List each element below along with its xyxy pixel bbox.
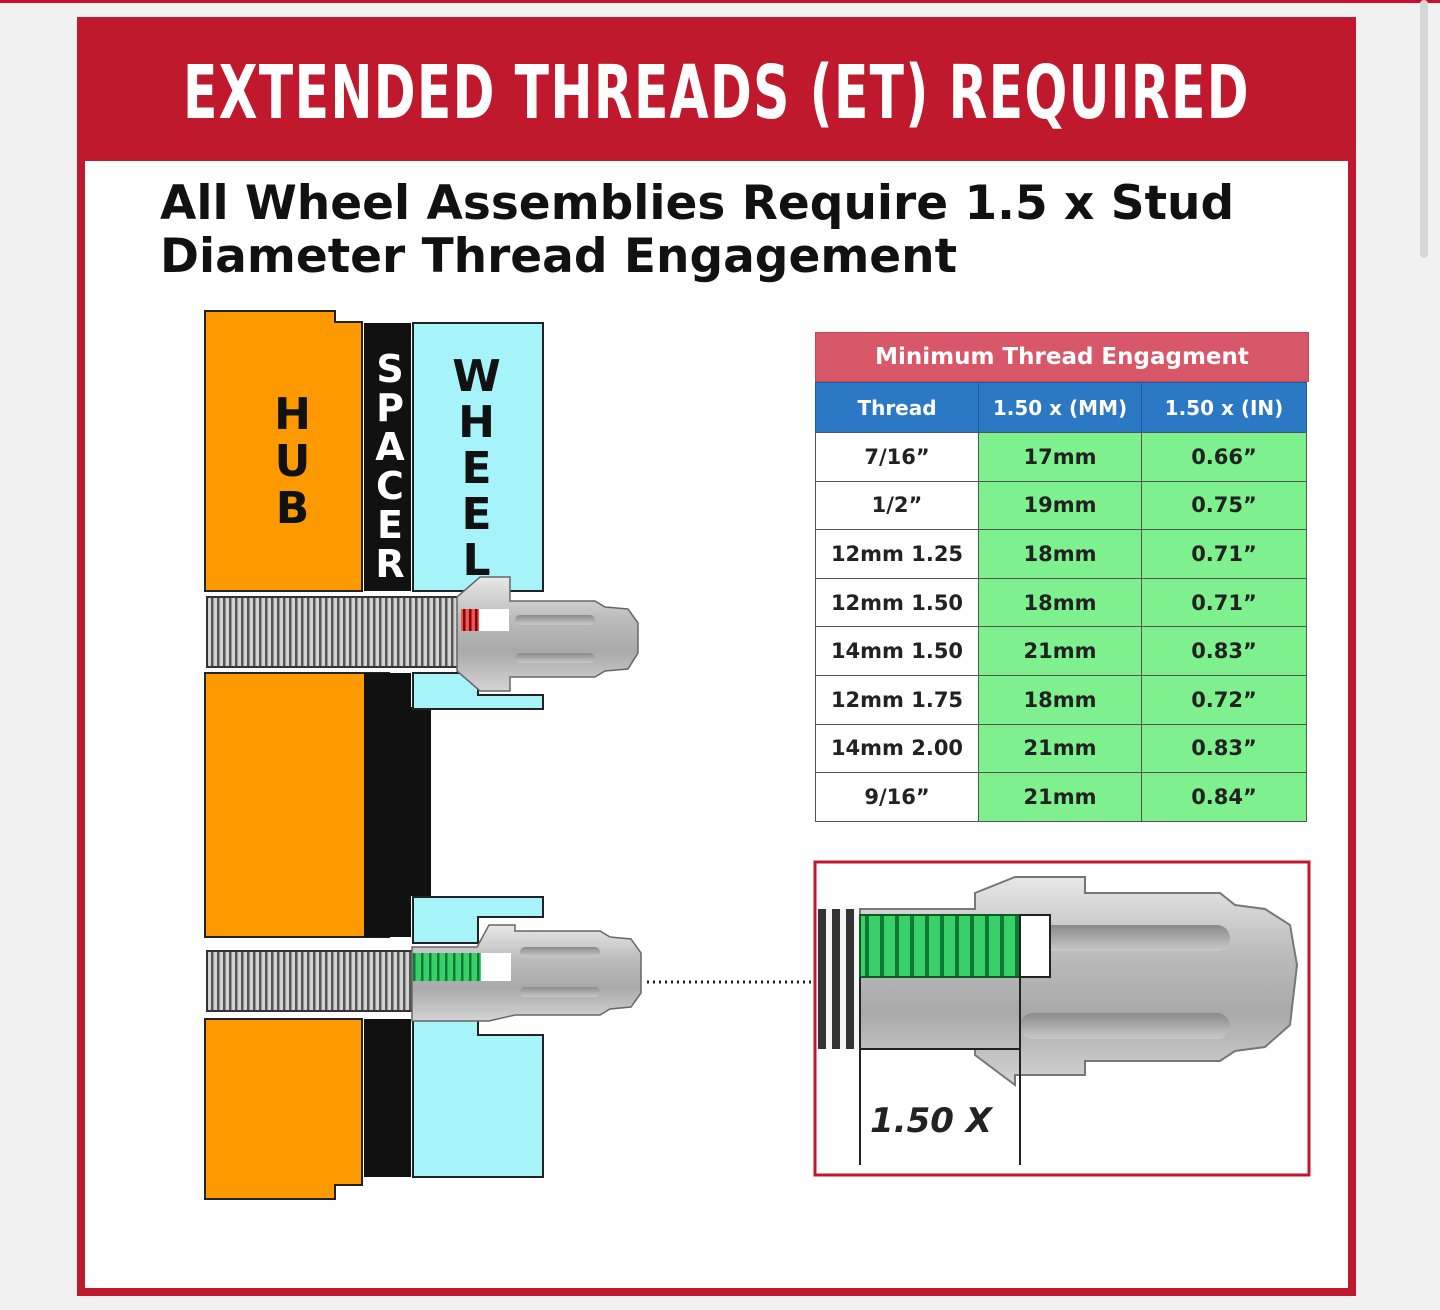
cell-in: 0.71” [1141,529,1307,579]
spacer-label-text: SPACER [368,347,412,581]
cell-in: 0.72” [1141,674,1307,725]
table-title: Minimum Thread Engagment [815,332,1309,382]
header-thread: Thread [815,382,979,433]
table-row: 9/16” 21mm 0.84” [815,772,1309,822]
banner-title: EXTENDED THREADS (ET) REQUIRED [183,50,1250,136]
subtitle: All Wheel Assemblies Require 1.5 x Stud … [160,176,1235,284]
cell-mm: 18mm [978,529,1142,579]
table-row: 12mm 1.50 18mm 0.71” [815,577,1309,628]
table-row: 12mm 1.75 18mm 0.72” [815,674,1309,725]
header-mm: 1.50 x (MM) [978,382,1142,433]
hub-lower [204,1018,363,1200]
cell-thread: 12mm 1.75 [815,674,979,725]
correct-engagement [413,953,481,981]
cell-in: 0.83” [1141,723,1307,774]
spacer-middle [364,673,431,937]
table-row: 12mm 1.25 18mm 0.71” [815,529,1309,579]
table-row: 14mm 1.50 21mm 0.83” [815,626,1309,676]
cell-in: 0.84” [1141,772,1307,822]
cell-thread: 14mm 2.00 [815,723,979,774]
cell-mm: 21mm [978,626,1142,676]
cross-section-diagram [204,310,1311,1200]
cell-in: 0.75” [1141,480,1307,531]
poster: EXTENDED THREADS (ET) REQUIRED All Wheel… [77,17,1356,1296]
table-header-row: Thread 1.50 x (MM) 1.50 x (IN) [815,382,1309,433]
spacer-label: SPACER [368,347,412,581]
cell-mm: 18mm [978,674,1142,725]
hub-label-text: HUB [267,389,318,530]
cell-mm: 21mm [978,723,1142,774]
cell-thread: 7/16” [815,432,979,482]
wheel-label: WHEEL [451,351,502,581]
table-row: 7/16” 17mm 0.66” [815,432,1309,482]
thread-engagement-table: Minimum Thread Engagment Thread 1.50 x (… [815,332,1309,822]
cell-in: 0.71” [1141,577,1307,628]
cell-mm: 21mm [978,772,1142,822]
zoom-detail [818,876,1299,1165]
cell-thread: 9/16” [815,772,979,822]
cell-in: 0.66” [1141,432,1307,482]
cell-thread: 1/2” [815,480,979,531]
hub-label: HUB [267,389,318,530]
table-row: 1/2” 19mm 0.75” [815,480,1309,531]
header-in: 1.50 x (IN) [1141,382,1307,433]
cell-mm: 18mm [978,577,1142,628]
stud-top [206,596,468,668]
wheel-upper [412,322,544,592]
zoom-label: 1.50 X [870,1101,992,1141]
scrollbar[interactable] [1420,0,1428,258]
wheel-lower [412,1018,544,1178]
title-banner: EXTENDED THREADS (ET) REQUIRED [85,25,1348,161]
cell-thread: 12mm 1.50 [815,577,979,628]
cell-in: 0.83” [1141,626,1307,676]
wheel-lower-lip [412,896,544,944]
cell-thread: 12mm 1.25 [815,529,979,579]
lug-nut-top [456,576,639,692]
cell-mm: 17mm [978,432,1142,482]
table-row: 14mm 2.00 21mm 0.83” [815,723,1309,774]
cell-mm: 19mm [978,480,1142,531]
spacer-lower [364,1019,411,1177]
hub-upper [204,310,363,592]
cell-thread: 14mm 1.50 [815,626,979,676]
top-accent-line [0,0,1440,3]
spacer-upper [364,323,411,591]
wheel-label-text: WHEEL [451,351,502,581]
insufficient-engagement [461,609,479,631]
